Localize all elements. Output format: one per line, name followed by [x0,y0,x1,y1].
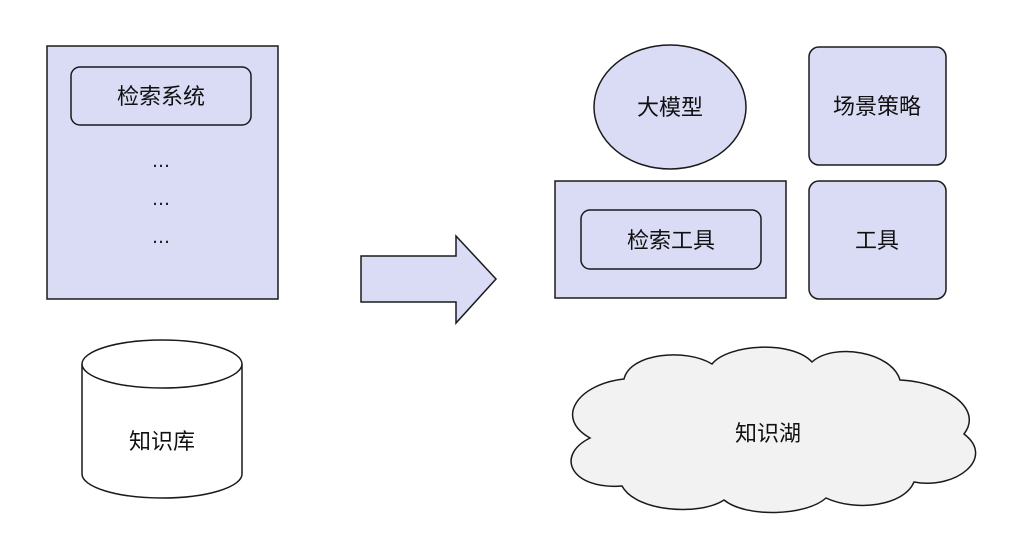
retrieval-tool-inner-box [580,209,762,270]
large-model-node: 大模型 [593,44,747,170]
retrieval-system-label: 检索系统 [117,85,205,110]
tools-box [808,180,947,300]
knowledge-base-database: 知识库 [81,339,243,499]
retrieval-tool-panel: 检索工具 [554,180,787,299]
knowledge-base-label: 知识库 [129,430,195,455]
knowledge-lake-cloud: 知识湖 [570,346,977,514]
scenario-strategy-node: 场景策略 [808,46,947,166]
knowledge-lake-label: 知识湖 [735,422,801,447]
cloud-shape [570,346,977,514]
ellipsis-2: … [152,189,170,210]
ellipsis-1: … [152,151,170,172]
retrieval-tool-label: 检索工具 [627,229,715,254]
tools-node: 工具 [808,180,947,300]
retrieval-system-inner-box [70,66,252,126]
scenario-strategy-box [808,46,947,166]
large-model-label: 大模型 [637,96,703,121]
tools-label: 工具 [855,229,899,254]
retrieval-system-panel: 检索系统 … … … [46,45,279,300]
database-top [81,339,243,389]
scenario-strategy-label: 场景策略 [833,95,921,120]
ellipsis-3: … [152,227,170,248]
transition-arrow [360,234,498,325]
database-body [81,364,243,499]
large-model-ellipse [593,44,747,170]
